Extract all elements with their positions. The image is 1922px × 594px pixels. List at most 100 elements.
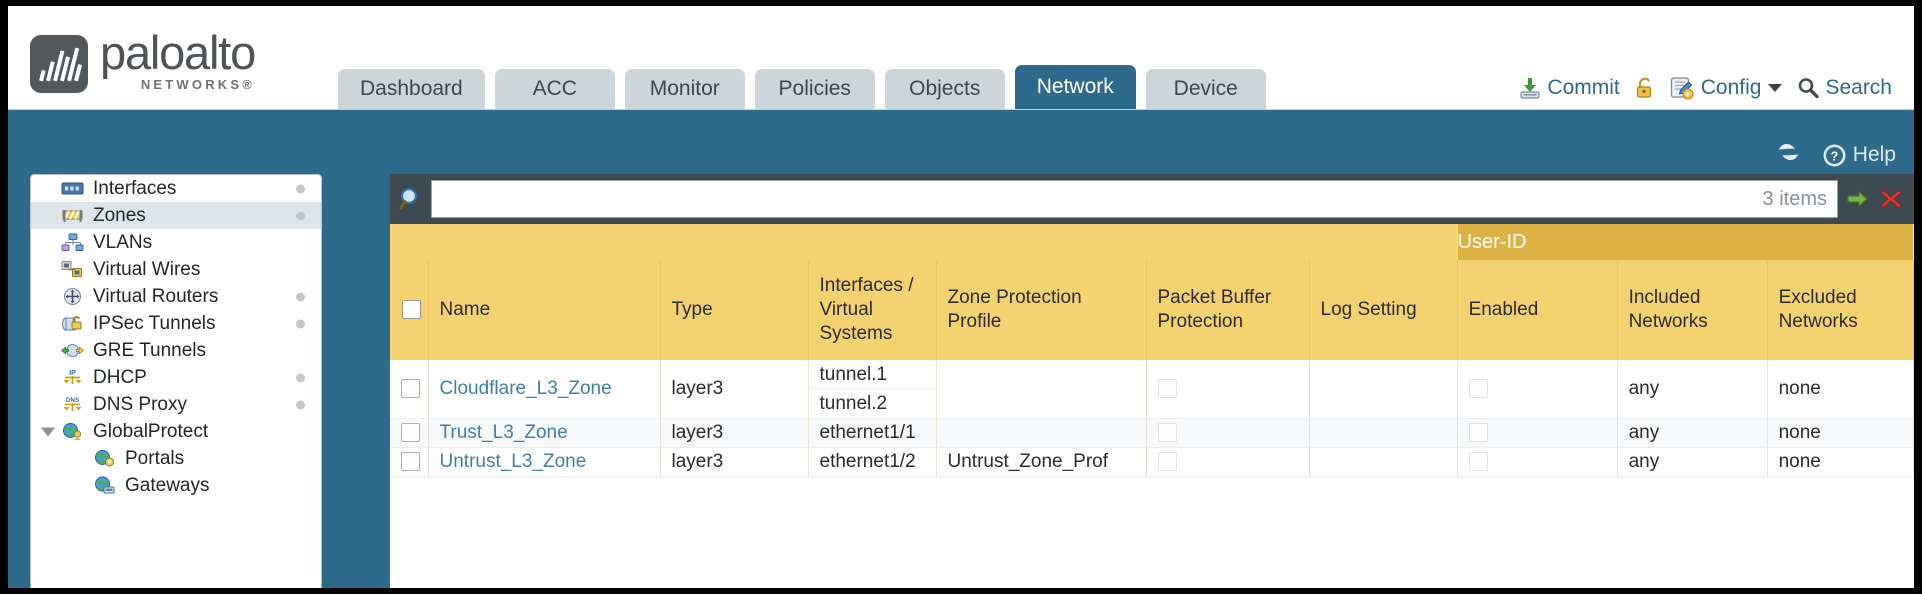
sidebar-item-label: Zones [93, 204, 146, 226]
apply-filter-icon[interactable] [1845, 186, 1871, 212]
sidebar-item-gateways[interactable]: Gateways [31, 472, 321, 499]
portals-icon [93, 449, 116, 468]
row-checkbox[interactable] [401, 423, 420, 443]
column-header-interfaces[interactable]: Interfaces / Virtual Systems [808, 260, 937, 360]
packet-buffer-protection-checkbox[interactable] [1157, 452, 1177, 472]
brand-text: paloalto NETWORKS® [100, 29, 256, 93]
column-header-included-networks[interactable]: Included Networks [1617, 260, 1768, 360]
tab-acc[interactable]: ACC [494, 69, 615, 109]
sidebar-item-zones[interactable]: Zones [31, 202, 321, 229]
blue-band-actions: ? Help [1775, 140, 1896, 170]
sidebar-item-gre-tunnels[interactable]: GRE Tunnels [31, 337, 321, 364]
config-menu[interactable]: Config [1670, 76, 1783, 100]
lock-icon [1636, 77, 1651, 98]
cell-userid-enabled[interactable] [1457, 360, 1618, 419]
userid-enabled-checkbox[interactable] [1468, 423, 1488, 443]
cell-log-setting [1309, 418, 1458, 448]
table-row[interactable]: Trust_L3_Zone layer3 ethernet1/1 [390, 418, 1914, 448]
column-header-name[interactable]: Name [428, 260, 661, 360]
select-all-checkbox[interactable] [402, 300, 421, 320]
column-header-type[interactable]: Type [660, 260, 809, 360]
cell-name[interactable]: Trust_L3_Zone [428, 418, 661, 448]
row-select-cell[interactable] [390, 418, 429, 448]
clear-filter-icon[interactable] [1878, 186, 1904, 212]
column-header-zone-protection-profile[interactable]: Zone Protection Profile [936, 260, 1147, 360]
refresh-button[interactable] [1775, 140, 1802, 170]
cell-zone-protection-profile [936, 360, 1147, 419]
status-dot [296, 400, 305, 409]
cell-packet-buffer-protection[interactable] [1146, 447, 1310, 477]
top-actions: Commit Config [1518, 76, 1892, 100]
userid-enabled-checkbox[interactable] [1468, 379, 1488, 399]
table-row[interactable]: Untrust_L3_Zone layer3 ethernet1/2 Untru… [390, 447, 1914, 477]
sidebar-item-dhcp[interactable]: IP DHCP [31, 364, 321, 391]
commit-icon [1520, 78, 1541, 99]
sidebar-item-interfaces[interactable]: Interfaces [31, 175, 321, 202]
packet-buffer-protection-checkbox[interactable] [1157, 379, 1177, 399]
sidebar-item-portals[interactable]: Portals [31, 445, 321, 472]
row-checkbox[interactable] [401, 452, 420, 472]
commit-button[interactable]: Commit [1518, 76, 1620, 100]
row-checkbox[interactable] [401, 379, 420, 399]
table-body: Cloudflare_L3_Zone layer3 tunnel.1 tunne… [390, 360, 1914, 477]
sidebar-item-ipsec-tunnels[interactable]: IPSec Tunnels [31, 310, 321, 337]
column-header-packet-buffer-protection[interactable]: Packet Buffer Protection [1146, 260, 1310, 360]
select-all-header[interactable] [390, 260, 429, 360]
userid-enabled-checkbox[interactable] [1468, 452, 1488, 472]
group-header-spacer [390, 224, 1458, 260]
column-header-enabled[interactable]: Enabled [1457, 260, 1618, 360]
cell-packet-buffer-protection[interactable] [1146, 418, 1310, 448]
column-header-log-setting[interactable]: Log Setting [1309, 260, 1458, 360]
items-count-label: 3 items [1762, 187, 1827, 210]
search-button[interactable]: Search [1796, 76, 1892, 100]
sidebar-item-globalprotect[interactable]: GlobalProtect [31, 418, 321, 445]
sidebar-item-virtual-routers[interactable]: Virtual Routers [31, 283, 321, 310]
virtual-routers-icon [61, 287, 84, 306]
table-header-row: Name Type Interfaces / Virtual Systems Z… [390, 260, 1914, 360]
cell-name[interactable]: Cloudflare_L3_Zone [428, 360, 661, 419]
lock-button[interactable] [1634, 76, 1656, 100]
column-header-excluded-networks[interactable]: Excluded Networks [1767, 260, 1914, 360]
cell-name[interactable]: Untrust_L3_Zone [428, 447, 661, 477]
sidebar-item-label: Interfaces [93, 177, 177, 199]
tab-objects[interactable]: Objects [884, 69, 1005, 109]
zone-link[interactable]: Untrust_L3_Zone [439, 451, 587, 472]
tab-dashboard[interactable]: Dashboard [338, 69, 485, 109]
zones-icon [61, 206, 84, 225]
status-dot [296, 184, 305, 193]
row-select-cell[interactable] [390, 360, 429, 419]
cell-packet-buffer-protection[interactable] [1146, 360, 1310, 419]
tab-policies[interactable]: Policies [754, 69, 875, 109]
zone-link[interactable]: Cloudflare_L3_Zone [439, 378, 612, 399]
content-pane: 3 items [390, 174, 1914, 588]
tab-network[interactable]: Network [1014, 65, 1136, 109]
sidebar-item-vlans[interactable]: VLANs [31, 229, 321, 256]
sidebar-item-dns-proxy[interactable]: DNS DNS Proxy [31, 391, 321, 418]
cell-userid-enabled[interactable] [1457, 447, 1618, 477]
tab-device[interactable]: Device [1145, 69, 1266, 109]
sidebar-item-virtual-wires[interactable]: Virtual Wires [31, 256, 321, 283]
status-dot [296, 319, 305, 328]
zones-table: User-ID Name Type Interfaces / Virtual S… [390, 224, 1914, 477]
cell-excluded-networks: none [1767, 447, 1914, 477]
group-header-userid: User-ID [1457, 224, 1914, 260]
help-icon: ? [1823, 144, 1846, 166]
row-select-cell[interactable] [390, 447, 429, 477]
zone-link[interactable]: Trust_L3_Zone [439, 422, 568, 443]
cell-type: layer3 [660, 360, 809, 419]
expand-twisty-icon[interactable] [41, 427, 55, 436]
cell-log-setting [1309, 447, 1458, 477]
interface-item: tunnel.2 [819, 393, 888, 414]
search-icon[interactable] [398, 186, 424, 212]
cell-userid-enabled[interactable] [1457, 418, 1618, 448]
help-button[interactable]: ? Help [1822, 143, 1896, 168]
table-group-header-row: User-ID [390, 224, 1914, 260]
vlans-icon [61, 233, 84, 252]
search-label: Search [1825, 76, 1892, 99]
tab-monitor[interactable]: Monitor [624, 69, 745, 109]
cell-type: layer3 [660, 447, 809, 477]
packet-buffer-protection-checkbox[interactable] [1157, 423, 1177, 443]
cell-type: layer3 [660, 418, 809, 448]
cell-included-networks: any [1617, 360, 1768, 419]
search-input[interactable]: 3 items [431, 180, 1838, 218]
